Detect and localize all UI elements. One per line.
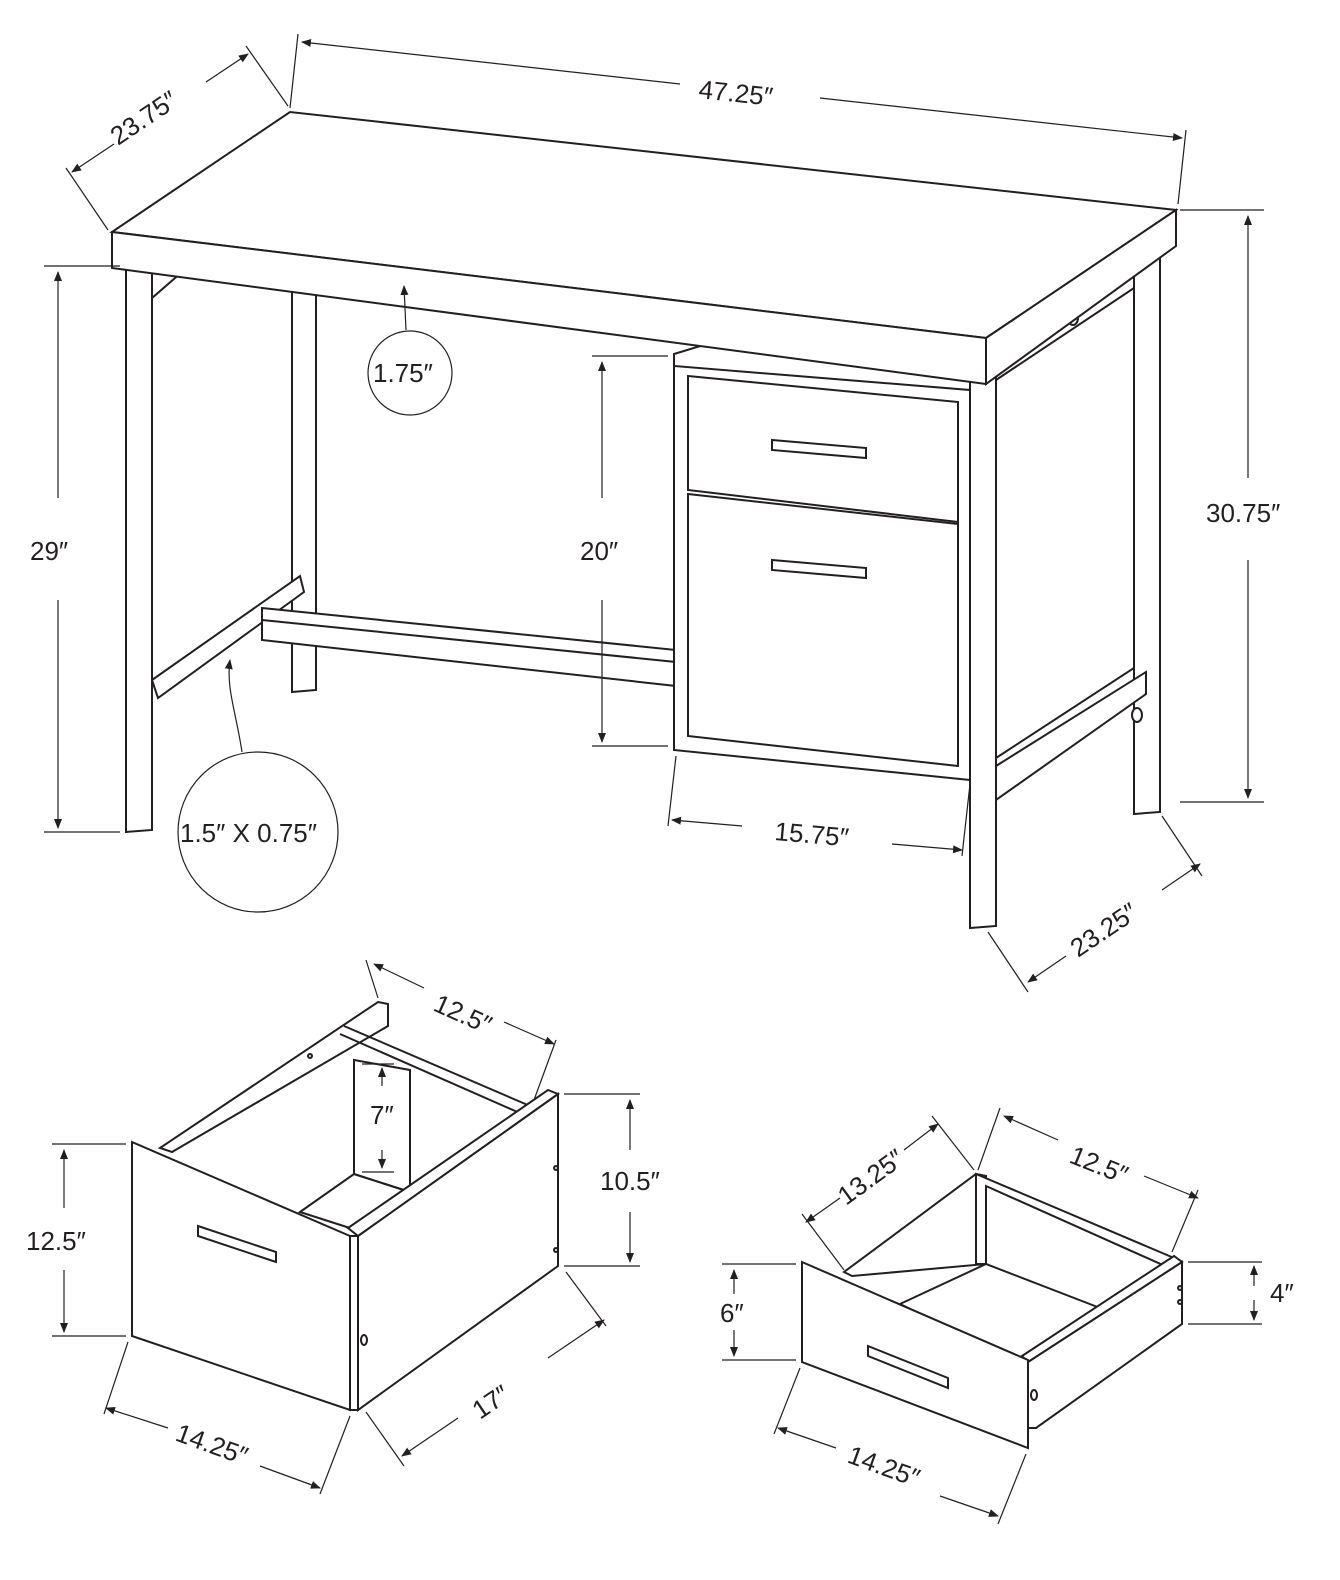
file-drawer-right-side-top	[346, 1088, 561, 1238]
file-drawer-rail-lower	[339, 1033, 523, 1115]
file-drawer-side-height-label: 10.5″	[600, 1166, 660, 1196]
leg-size-callout	[177, 751, 339, 913]
desk-front-left-leg	[125, 264, 153, 834]
bolt-hole-lower	[1131, 707, 1143, 723]
desk-back-right-leg	[1133, 248, 1161, 816]
file-drawer-front-height-label: 12.5″	[26, 1226, 86, 1256]
leg-size-label: 1.5″ X 0.75″	[180, 818, 317, 848]
top-thickness-label: 1.75″	[373, 358, 433, 388]
small-drawer-drawing	[801, 1172, 1184, 1450]
file-drawer-pin-1	[307, 1053, 313, 1059]
desk-drawing	[109, 110, 1179, 930]
file-drawer-rail-upper	[343, 1025, 531, 1107]
desk-leg-height-label: 29″	[30, 536, 68, 566]
desk-top-depth-label: 23.75″	[105, 85, 183, 151]
small-drawer-pin-2	[1177, 1299, 1183, 1305]
desktop-side-edge	[985, 208, 1177, 386]
small-drawer-front-hole	[1030, 1389, 1038, 1401]
file-drawer-depth-label: 17″	[467, 1379, 515, 1425]
top-thickness-callout	[367, 330, 453, 416]
cabinet-height-label: 20″	[580, 536, 618, 566]
desk-width-label: 47.25″	[697, 74, 774, 112]
small-drawer-front-width-label: 14.25″	[844, 1439, 924, 1493]
desk-front-stretcher	[261, 606, 677, 688]
small-drawer-handle-bar	[867, 1344, 949, 1390]
cabinet-width-label: 15.75″	[773, 816, 850, 852]
file-drawer-pin-2	[553, 1165, 559, 1171]
file-drawer-front-panel	[131, 1140, 351, 1412]
file-drawer-front-width-label: 14.25″	[172, 1417, 252, 1471]
desk-front-right-leg	[969, 360, 997, 930]
small-drawer-front-height-label: 6″	[720, 1298, 744, 1328]
small-drawer-width-label: 12.5″	[1066, 1140, 1133, 1190]
desk-left-side-stretcher	[150, 574, 306, 700]
cabinet-file-drawer	[687, 492, 959, 768]
file-drawer-pin-3	[553, 1247, 559, 1253]
file-drawer-inner-height-label: 7″	[370, 1100, 394, 1130]
file-drawer-back-panel	[157, 1000, 389, 1154]
file-drawer-handle-bar	[197, 1224, 277, 1264]
file-drawer-drawing	[131, 1000, 561, 1412]
desk-bottom-depth-label: 23.25″	[1065, 897, 1143, 963]
file-drawer-width-label: 12.5″	[430, 988, 497, 1040]
small-drawer-pin-1	[1177, 1285, 1183, 1291]
file-drawer-front-edge	[349, 1235, 359, 1411]
desk-total-height-label: 30.75″	[1206, 498, 1280, 528]
top-drawer-handle	[771, 438, 867, 460]
small-drawer-front-panel	[801, 1260, 1029, 1450]
file-drawer-front-hole	[360, 1334, 368, 1346]
small-drawer-left-side	[975, 1172, 1175, 1272]
small-drawer-depth-label: 13.25″	[832, 1143, 910, 1211]
small-drawer-side-height-label: 4″	[1270, 1278, 1294, 1308]
file-drawer-handle	[771, 558, 867, 580]
